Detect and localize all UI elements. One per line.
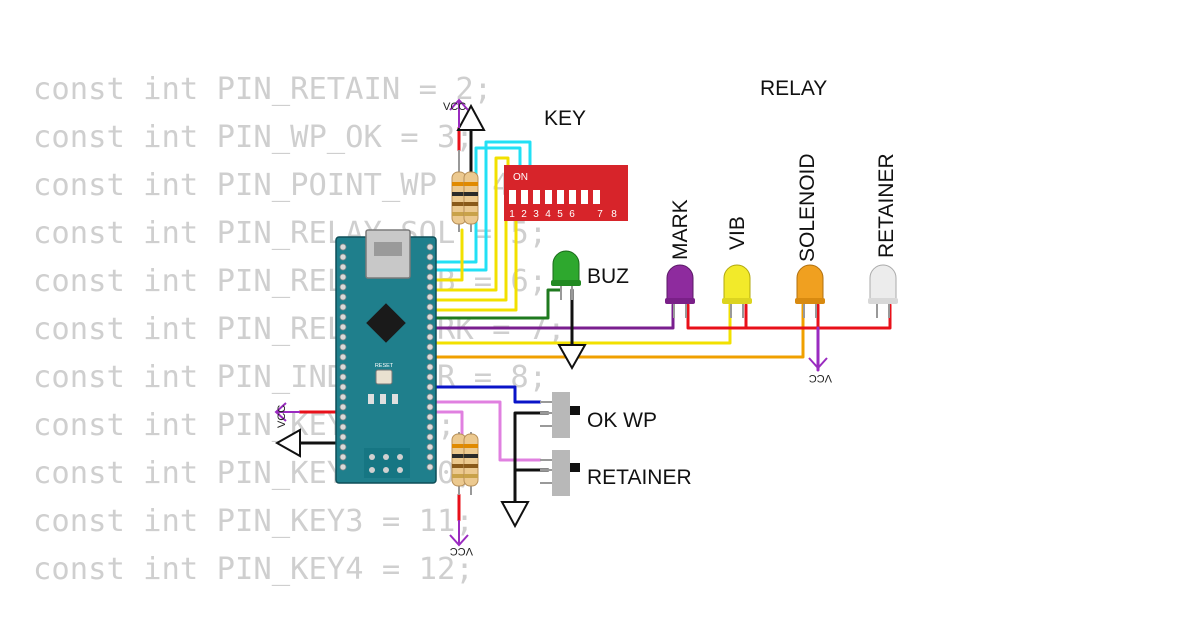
led-vib bbox=[722, 264, 752, 318]
wire-pink bbox=[428, 400, 542, 462]
ground-icon bbox=[274, 428, 301, 458]
dip-number: 6 bbox=[569, 209, 575, 220]
ground-icon bbox=[557, 344, 587, 371]
reset-label: RESET bbox=[375, 363, 394, 369]
wire-yellow bbox=[428, 218, 518, 312]
code-line: const int PIN_KEY4 = 12; bbox=[33, 552, 474, 587]
vcc-label: VCC bbox=[809, 372, 832, 384]
ground-icon bbox=[456, 103, 486, 131]
wire-cyan bbox=[428, 140, 532, 272]
wire-red bbox=[686, 303, 892, 330]
code-line: const int PIN_KEY3 = 11; bbox=[33, 504, 474, 539]
vcc-label: VCC bbox=[443, 101, 466, 113]
vcc-arrow-icon bbox=[274, 402, 300, 422]
vcc-arrow-icon bbox=[449, 520, 469, 547]
wire-yellow bbox=[428, 228, 464, 282]
solenoid-label: SOLENOID bbox=[796, 153, 819, 262]
vcc-arrows bbox=[274, 98, 828, 547]
board-pins bbox=[339, 243, 434, 471]
dip-number: 5 bbox=[557, 209, 563, 220]
vib-label: VIB bbox=[726, 216, 749, 250]
key-title: KEY bbox=[544, 107, 586, 130]
code-line: const int PIN_WP_OK = 3; bbox=[33, 120, 474, 155]
dip-number: 3 bbox=[533, 209, 539, 220]
vcc-arrow-icon bbox=[808, 357, 828, 370]
dip-number: 7 bbox=[597, 209, 603, 220]
resistor bbox=[463, 432, 479, 495]
led-buzzer bbox=[551, 250, 581, 300]
relay-title: RELAY bbox=[760, 77, 827, 100]
pushbutton-ok-wp bbox=[540, 392, 580, 438]
wire-black bbox=[513, 411, 550, 504]
buz-label: BUZ bbox=[587, 265, 629, 288]
code-line: const int PIN_RETAIN = 2; bbox=[33, 72, 493, 107]
wire-yellow bbox=[428, 156, 510, 292]
vcc-label: VCC bbox=[450, 545, 473, 557]
wire-green bbox=[428, 288, 562, 320]
ok-wp-label: OK WP bbox=[587, 409, 657, 432]
vcc-label: VCC bbox=[276, 405, 288, 428]
dip-switch: ON 1 2 3 4 5 6 7 8 bbox=[504, 165, 628, 221]
dip-number: 1 bbox=[509, 209, 515, 220]
dip-number: 8 bbox=[611, 209, 617, 220]
wire-orange bbox=[428, 303, 805, 359]
retainer-led-label: RETAINER bbox=[875, 153, 898, 258]
pushbutton-retainer bbox=[540, 450, 580, 496]
led-solenoid bbox=[795, 264, 825, 318]
dip-on-label: ON bbox=[513, 172, 528, 183]
resistor bbox=[463, 171, 479, 232]
dip-number: 4 bbox=[545, 209, 551, 220]
mark-label: MARK bbox=[669, 199, 692, 260]
resistor bbox=[451, 150, 467, 232]
code-line: const int PIN_RELAY_SOL = 5; bbox=[33, 216, 548, 251]
arduino-nano-board: RESET bbox=[335, 229, 437, 484]
wire-pink bbox=[428, 410, 464, 442]
ground-icon bbox=[500, 501, 530, 529]
led-retainer bbox=[868, 264, 898, 318]
retainer-button-label: RETAINER bbox=[587, 466, 692, 489]
ground-symbols bbox=[274, 103, 587, 529]
vcc-arrow-icon bbox=[449, 98, 469, 128]
dip-number: 2 bbox=[521, 209, 527, 220]
led-mark bbox=[665, 264, 695, 318]
wire-blue bbox=[428, 385, 542, 404]
